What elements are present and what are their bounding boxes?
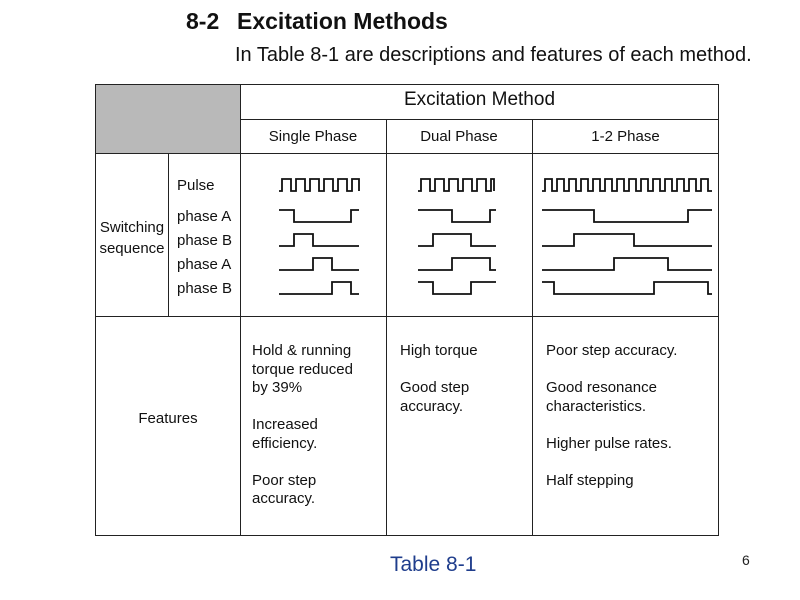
signal-label-phase-a: phase A	[177, 208, 232, 225]
single-phase-phase-b-bar-wave	[279, 281, 359, 295]
features-label: Features	[138, 410, 198, 427]
features-dual-phase: High torque Good step accuracy.	[400, 342, 530, 416]
feature-text: Higher pulse rates.	[546, 434, 672, 452]
grid-line	[386, 119, 387, 536]
dual-phase-phase-b-bar-wave	[418, 281, 496, 295]
switching-label-line1: Switching	[99, 219, 165, 236]
feature-text: Increased efficiency.	[252, 416, 318, 452]
feature-text: Good resonance	[546, 379, 657, 396]
feature-text: Poor step accuracy.	[546, 342, 678, 359]
section-title: Excitation Methods	[237, 8, 448, 34]
excitation-method-header: Excitation Method	[403, 89, 556, 110]
section-subtitle: In Table 8-1 are descriptions and featur…	[235, 44, 752, 66]
table-caption: Table 8-1	[390, 553, 477, 576]
one-two-phase-pulse-wave	[542, 178, 712, 192]
features-single-phase: Hold & running torque reduced by 39% Inc…	[252, 342, 382, 509]
feature-text: High torque	[400, 342, 478, 359]
dual-phase-waveforms	[418, 178, 496, 295]
signal-label-phase-b-bar: phase B	[177, 280, 233, 297]
column-header-1-2-phase: 1-2 Phase	[591, 128, 660, 145]
feature-text	[546, 361, 716, 380]
one-two-phase-phase-a-wave	[542, 209, 712, 223]
feature-text	[546, 416, 716, 435]
grid-line	[532, 119, 533, 536]
column-header-single-phase: Single Phase	[268, 128, 358, 145]
features-1-2-phase: Poor step accuracy. Good resonance chara…	[546, 342, 716, 490]
single-phase-waveforms	[279, 178, 360, 295]
single-phase-phase-a-bar-wave	[279, 257, 359, 271]
switching-sequence-label: Switching sequence	[96, 217, 168, 259]
feature-text	[546, 453, 716, 472]
single-phase-pulse-wave	[279, 178, 360, 192]
dual-phase-phase-a-bar-wave	[418, 257, 496, 271]
feature-text	[252, 453, 382, 472]
signal-label-pulse: Pulse	[177, 177, 215, 194]
switching-label-line2: sequence	[99, 240, 165, 257]
grid-line	[96, 153, 719, 154]
signal-label-phase-a-bar: phase A	[177, 256, 232, 273]
dual-phase-phase-b-wave	[418, 233, 496, 247]
feature-text	[400, 361, 530, 380]
grid-line	[240, 119, 719, 120]
feature-text	[252, 398, 382, 417]
signal-label-phase-b: phase B	[177, 232, 233, 249]
feature-text: Hold & running	[252, 342, 352, 359]
dual-phase-pulse-wave	[418, 178, 495, 192]
grid-line	[96, 316, 719, 317]
one-two-phase-phase-b-bar-wave	[542, 281, 712, 295]
feature-text: Poor step accuracy.	[252, 471, 317, 508]
feature-text: by 39%	[252, 379, 303, 396]
grid-line	[240, 85, 241, 536]
header-shaded-cell	[96, 85, 240, 153]
column-header-dual-phase: Dual Phase	[420, 128, 498, 145]
one-two-phase-phase-b-wave	[542, 233, 712, 247]
single-phase-phase-a-wave	[279, 209, 359, 223]
dual-phase-phase-a-wave	[418, 209, 496, 223]
section-number: 8-2	[186, 8, 220, 34]
feature-text: characteristics.	[546, 397, 647, 415]
one-two-phase-waveforms	[542, 178, 712, 295]
excitation-methods-table: Excitation Method Single Phase Dual Phas…	[95, 84, 719, 536]
feature-text: Half stepping	[546, 471, 634, 489]
single-phase-phase-b-wave	[279, 233, 359, 247]
feature-text: Good step accuracy.	[400, 379, 470, 415]
page-number: 6	[742, 552, 750, 568]
feature-text: torque reduced	[252, 360, 353, 378]
one-two-phase-phase-a-bar-wave	[542, 257, 712, 271]
grid-line	[168, 153, 169, 316]
